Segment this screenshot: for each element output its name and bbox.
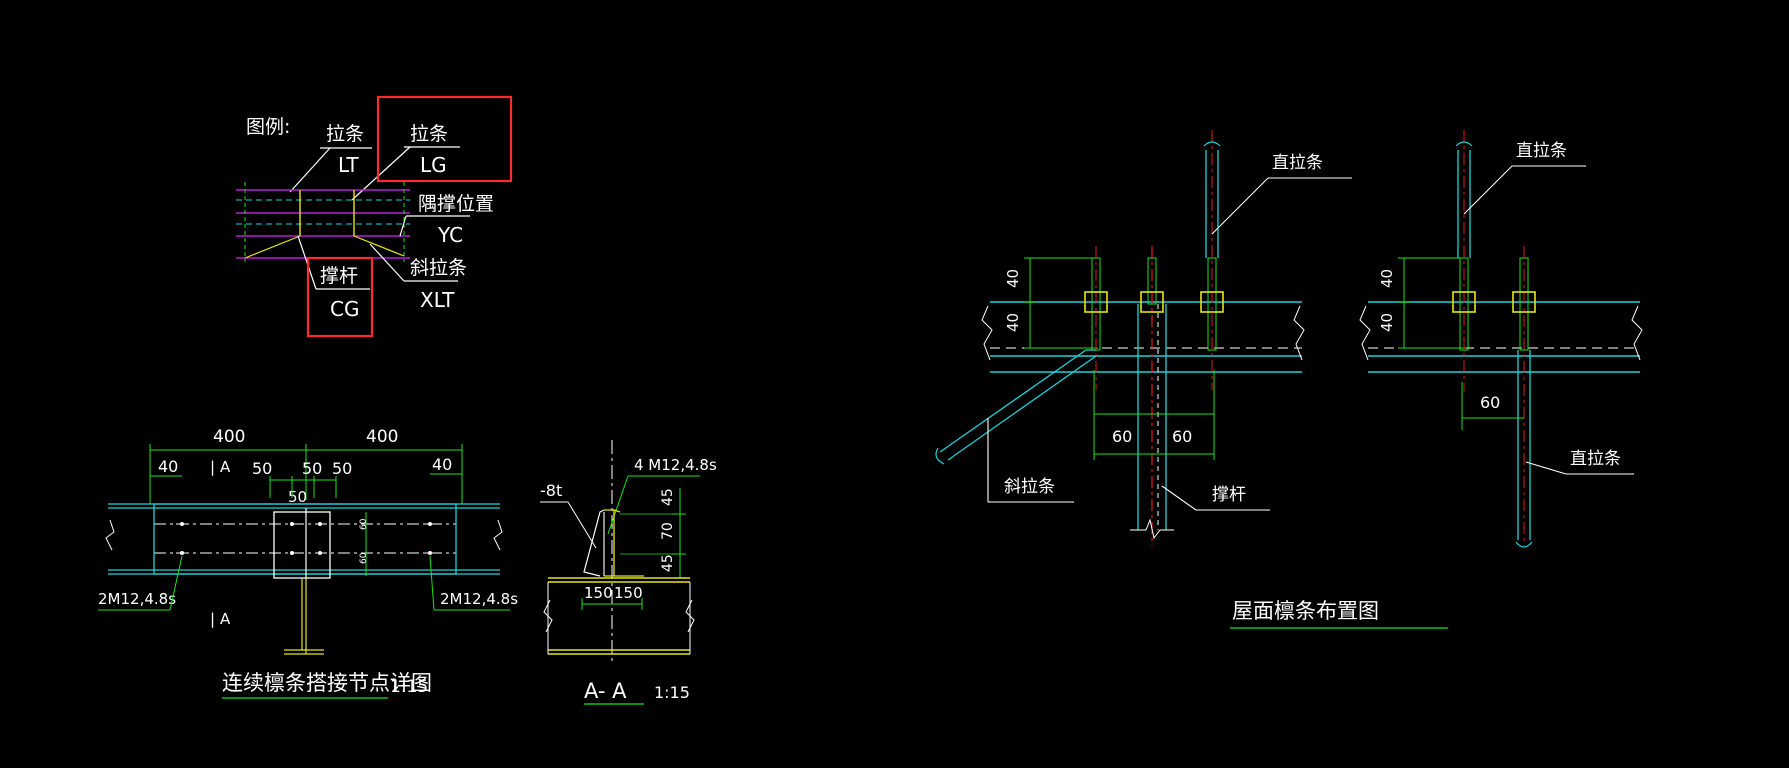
dim-60-right: 60: [1172, 427, 1192, 446]
legend-cg-code: CG: [330, 297, 359, 321]
dim-60-second: 60: [1480, 393, 1500, 412]
legend-lt-code: LT: [338, 153, 359, 177]
dim-70: 70: [660, 522, 676, 540]
dim-50-b: 50: [302, 459, 322, 478]
legend-xlt-code: XLT: [420, 288, 455, 312]
legend-yc-name: 隅撑位置: [418, 193, 494, 215]
legend-lt-name: 拉条: [326, 123, 364, 145]
section-aa-title: A- A: [584, 679, 627, 703]
legend-cg-highlight-box: [306, 256, 374, 338]
dim-150-left: 150: [584, 584, 613, 602]
label-strut: 撑杆: [1212, 485, 1246, 505]
label-straight-tie-3: 直拉条: [1570, 449, 1621, 469]
dim-60-b: 60: [359, 552, 369, 564]
bolt-label-left: 2M12,4.8s: [98, 590, 176, 608]
section-aa-scale: 1:15: [654, 683, 690, 702]
legend-heading: 图例:: [246, 116, 290, 138]
section-aa: -8t 4 M12,4.8s 45 70 45 150 150: [540, 440, 717, 705]
dim-60-left: 60: [1112, 427, 1132, 446]
section-mark-a-top: |: [210, 458, 215, 476]
dim-50-d: 50: [288, 488, 307, 506]
dim-45-top: 45: [660, 488, 676, 506]
legend-lg-name: 拉条: [410, 123, 448, 145]
dim-40-a: 40: [1004, 269, 1022, 288]
dim-400-left: 400: [213, 427, 245, 447]
label-diagonal-tie: 斜拉条: [1004, 477, 1055, 497]
legend-lg-code: LG: [420, 153, 447, 177]
section-bolts-label: 4 M12,4.8s: [634, 456, 717, 474]
dim-40-left: 40: [158, 457, 178, 476]
legend-group: 图例: 拉条 LT 拉条 LG 隅撑位置 YC 斜拉条 XLT: [236, 95, 513, 338]
legend-yc-code: YC: [437, 223, 463, 247]
legend-xlt-name: 斜拉条: [410, 257, 467, 279]
dim-45-bottom: 45: [660, 554, 676, 572]
lap-detail-scale: 1:15: [390, 677, 428, 697]
roof-purlin-layout: 40 40 直拉条 斜拉条: [935, 130, 1643, 629]
section-mark-a-bottom: |: [210, 610, 215, 628]
roof-layout-title: 屋面檩条布置图: [1232, 599, 1379, 623]
bolt-label-right: 2M12,4.8s: [440, 590, 518, 608]
dim-150-right: 150: [614, 584, 643, 602]
label-straight-tie-2: 直拉条: [1516, 141, 1567, 161]
dim-60-a: 60: [359, 518, 369, 530]
dim-50-a: 50: [252, 459, 272, 478]
section-mark-a-bottom-letter: A: [220, 610, 231, 628]
plate-label: -8t: [540, 481, 562, 500]
dim-40-right: 40: [432, 455, 452, 474]
lap-detail-title: 连续檩条搭接节点详图: [222, 671, 432, 695]
dim-50-c: 50: [332, 459, 352, 478]
legend-lg-highlight-box: [376, 95, 513, 183]
dim-40-c: 40: [1378, 269, 1396, 288]
dim-400-right: 400: [366, 427, 398, 447]
legend-cg-name: 撑杆: [320, 265, 358, 287]
section-mark-a-top-letter: A: [220, 458, 231, 476]
dim-40-b: 40: [1004, 313, 1022, 332]
lap-joint-detail: 400 400 40 40 | A 50 50 50 50: [98, 427, 518, 699]
label-straight-tie-1: 直拉条: [1272, 153, 1323, 173]
dim-40-d: 40: [1378, 313, 1396, 332]
